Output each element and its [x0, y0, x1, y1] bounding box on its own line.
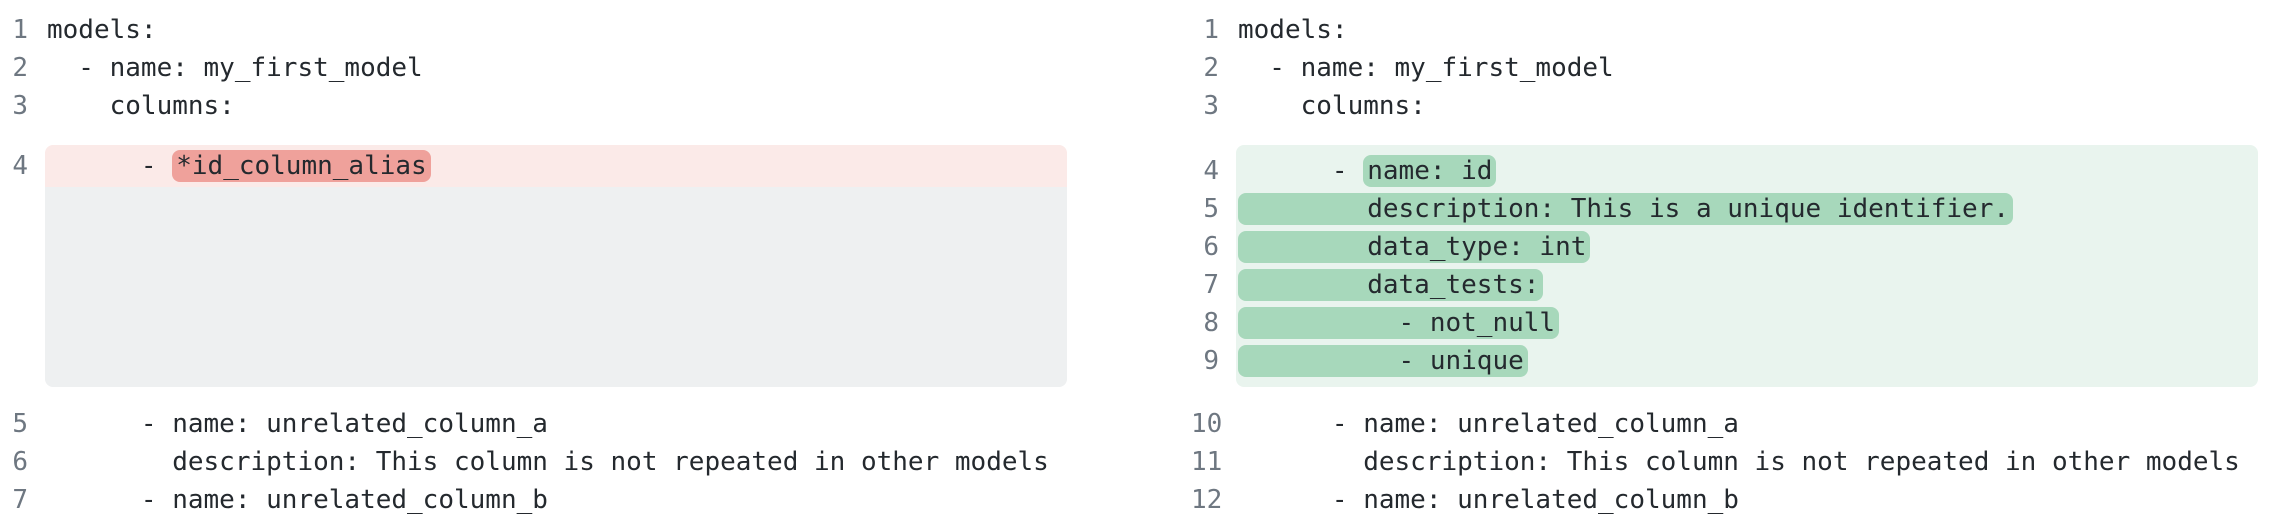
code-segment: - name: unrelated_column_b: [47, 485, 548, 515]
code-segment: -: [1238, 156, 1364, 186]
line-number: 1: [12, 15, 28, 45]
code-line: 8 - not_null: [1191, 304, 2278, 342]
code-segment: - name: unrelated_column_a: [47, 409, 548, 439]
code-text: - *id_column_alias: [28, 145, 431, 187]
code-line: 1 models:: [0, 11, 1087, 49]
code-segment: models:: [1238, 15, 1348, 45]
code-line: 2 - name: my_first_model: [1191, 49, 2278, 87]
code-line: 11 description: This column is not repea…: [1191, 443, 2278, 481]
alignment-filler-background: [45, 187, 1067, 387]
code-line: 5 description: This is a unique identifi…: [1191, 190, 2278, 228]
added-hunk: 4 - name: id 5 description: This is a un…: [1191, 145, 2278, 387]
line-number: 7: [1203, 270, 1219, 300]
removed-hunk-background: [45, 145, 1067, 387]
after-lines-bottom: 10 - name: unrelated_column_a 11 descrip…: [1191, 405, 2278, 519]
changed-token: name: id: [1363, 155, 1497, 187]
code-segment: -: [47, 151, 173, 181]
code-segment: columns:: [1238, 91, 1426, 121]
after-lines-top: 1 models: 2 - name: my_first_model 3 col…: [1191, 11, 2278, 125]
before-lines-bottom: 5 - name: unrelated_column_a 6 descripti…: [0, 405, 1087, 519]
code-line: 3 columns:: [1191, 87, 2278, 125]
line-number: 1: [1203, 15, 1219, 45]
line-number: 12: [1191, 485, 1223, 515]
code-line: 7 - name: unrelated_column_b: [0, 481, 1087, 519]
code-segment: description: This column is not repeated…: [1238, 447, 2240, 477]
code-line: 1 models:: [1191, 11, 2278, 49]
code-text: data_tests:: [1219, 266, 1544, 304]
code-line: 9 - unique: [1191, 342, 2278, 380]
code-text: - unique: [1219, 342, 1528, 380]
code-segment: models:: [47, 15, 157, 45]
added-hunk-lines: 4 - name: id 5 description: This is a un…: [1191, 145, 2278, 387]
changed-token: description: This is a unique identifier…: [1238, 193, 2014, 225]
line-number: 3: [12, 91, 28, 121]
code-text: description: This is a unique identifier…: [1219, 190, 2014, 228]
code-line: 5 - name: unrelated_column_a: [0, 405, 1087, 443]
code-text: data_type: int: [1219, 228, 1591, 266]
code-line: 10 - name: unrelated_column_a: [1191, 405, 2278, 443]
line-number: 5: [1203, 194, 1219, 224]
line-number: 10: [1191, 409, 1223, 439]
diff-panel-after: 1 models: 2 - name: my_first_model 3 col…: [1191, 11, 2278, 519]
line-number: 6: [1203, 232, 1219, 262]
changed-token: *id_column_alias: [172, 150, 431, 182]
code-segment: description: This column is not repeated…: [47, 447, 1049, 477]
line-number: 2: [12, 53, 28, 83]
code-segment: - name: unrelated_column_b: [1238, 485, 1739, 515]
code-text: models:: [1219, 11, 1348, 49]
code-text: - name: unrelated_column_a: [28, 405, 548, 443]
line-number: 11: [1191, 447, 1223, 477]
code-text: - name: id: [1219, 152, 1497, 190]
code-segment: - name: unrelated_column_a: [1238, 409, 1739, 439]
code-line: 12 - name: unrelated_column_b: [1191, 481, 2278, 519]
changed-token: data_tests:: [1238, 269, 1544, 301]
line-number: 4: [1203, 156, 1219, 186]
code-line: 7 data_tests:: [1191, 266, 2278, 304]
code-text: description: This column is not repeated…: [1219, 443, 2240, 481]
line-number: 7: [12, 485, 28, 515]
code-text: columns:: [28, 87, 235, 125]
code-text: columns:: [1219, 87, 1426, 125]
changed-token: - unique: [1238, 345, 1528, 377]
code-line: 4 - name: id: [1191, 152, 2278, 190]
before-lines-top: 1 models: 2 - name: my_first_model 3 col…: [0, 11, 1087, 125]
code-text: description: This column is not repeated…: [28, 443, 1049, 481]
removed-hunk: 4 - *id_column_alias: [0, 145, 1087, 387]
code-segment: - name: my_first_model: [1238, 53, 1614, 83]
code-line: 6 data_type: int: [1191, 228, 2278, 266]
code-text: - not_null: [1219, 304, 1560, 342]
changed-token: data_type: int: [1238, 231, 1591, 263]
line-number: 9: [1203, 346, 1219, 376]
code-text: - name: unrelated_column_a: [1219, 405, 1739, 443]
changed-token: - not_null: [1238, 307, 1560, 339]
line-number: 8: [1203, 308, 1219, 338]
code-line: 2 - name: my_first_model: [0, 49, 1087, 87]
code-text: - name: unrelated_column_b: [1219, 481, 1739, 519]
line-number: 4: [12, 151, 28, 181]
line-number: 2: [1203, 53, 1219, 83]
code-line: 6 description: This column is not repeat…: [0, 443, 1087, 481]
code-line: 4 - *id_column_alias: [0, 145, 1087, 187]
code-segment: columns:: [47, 91, 235, 121]
diff-panel-before: 1 models: 2 - name: my_first_model 3 col…: [0, 11, 1087, 519]
code-text: - name: my_first_model: [1219, 49, 1614, 87]
line-number: 3: [1203, 91, 1219, 121]
line-number: 6: [12, 447, 28, 477]
code-text: - name: unrelated_column_b: [28, 481, 548, 519]
code-segment: - name: my_first_model: [47, 53, 423, 83]
code-text: models:: [28, 11, 157, 49]
line-number: 5: [12, 409, 28, 439]
removed-hunk-lines: 4 - *id_column_alias: [0, 145, 1087, 187]
code-line: 3 columns:: [0, 87, 1087, 125]
code-text: - name: my_first_model: [28, 49, 423, 87]
